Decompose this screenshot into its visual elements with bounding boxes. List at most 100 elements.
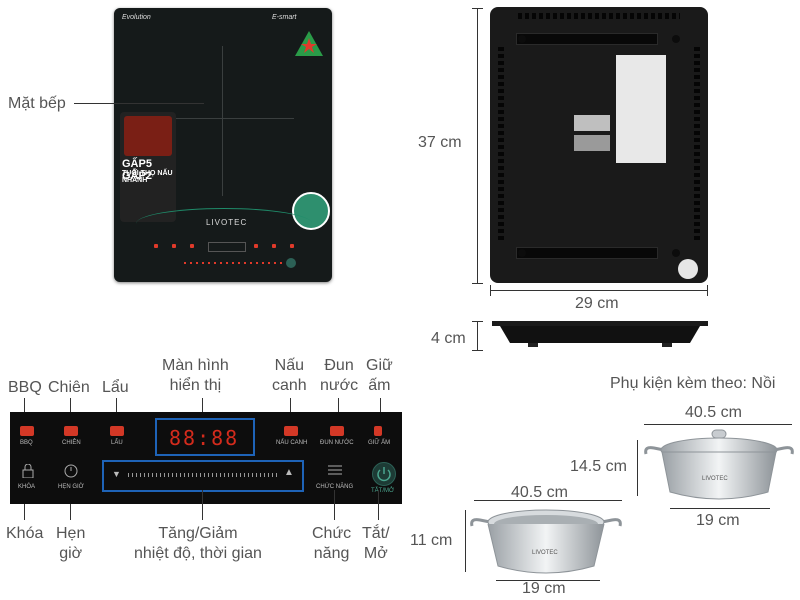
side-vent xyxy=(694,47,700,243)
spec-label xyxy=(616,55,666,163)
dim-lid-pot-base: 19 cm xyxy=(696,512,740,529)
brand-logo: LIVOTEC xyxy=(206,218,248,227)
dim-cap xyxy=(472,8,483,9)
lock-icon[interactable] xyxy=(22,464,34,478)
pot-brand: LIVOTEC xyxy=(532,550,558,556)
dim-line xyxy=(474,500,622,501)
leader-line xyxy=(290,398,291,418)
side-vent xyxy=(498,47,504,243)
pot-open: LIVOTEC xyxy=(470,509,622,574)
bbq-text: BBQ xyxy=(20,440,33,446)
tat-mo-text: TẮT/MỞ xyxy=(371,488,395,494)
leader-line xyxy=(378,490,379,520)
lau-text: LẨU xyxy=(111,440,123,446)
label-hen-gio: Hẹn giờ xyxy=(56,525,86,562)
giu-am-icon[interactable] xyxy=(374,426,382,436)
dun-nuoc-icon[interactable] xyxy=(330,426,344,436)
control-dot xyxy=(254,244,258,248)
control-dot xyxy=(290,244,294,248)
control-panel: BBQ CHIÊN LẨU 88:88 NẤU CANH ĐUN NƯỚC GI… xyxy=(10,412,402,504)
mini-slider xyxy=(184,262,284,264)
barcode-label xyxy=(574,115,610,131)
mini-display xyxy=(208,242,246,252)
label-dun-nuoc: Đun nước xyxy=(320,357,359,394)
rubber-foot xyxy=(672,35,680,43)
vent-slot xyxy=(516,247,658,259)
brand-right: E-smart xyxy=(272,14,297,21)
cooktop-bottom-view xyxy=(490,7,708,283)
dun-nuoc-text: ĐUN NƯỚC xyxy=(320,440,354,446)
serial-label xyxy=(574,135,610,151)
control-dot xyxy=(172,244,176,248)
chuc-nang-text: CHỨC NĂNG xyxy=(316,484,354,490)
label-bbq: BBQ xyxy=(8,379,42,396)
leader-line xyxy=(24,504,25,520)
lau-icon[interactable] xyxy=(110,426,124,436)
display-screen: 88:88 xyxy=(155,418,255,456)
leader-line xyxy=(24,398,25,414)
pot-with-lid: LIVOTEC xyxy=(644,429,794,500)
display-digits: 88:88 xyxy=(169,426,240,450)
award-icon xyxy=(295,31,323,56)
vent-slot xyxy=(516,33,658,45)
dim-open-pot-base: 19 cm xyxy=(522,580,566,597)
rubber-foot xyxy=(518,35,526,43)
promo-sticker: GẤP5 GẤP2 TUỔI THỌ NẤU NHANH xyxy=(120,112,176,222)
increase-icon[interactable]: ▲ xyxy=(284,467,294,478)
cooktop-side-view xyxy=(492,321,708,347)
leader-line xyxy=(116,398,117,414)
cooking-zone-vertical-line xyxy=(222,46,223,196)
dim-cap xyxy=(472,321,483,322)
dim-line-height xyxy=(477,8,478,284)
dim-width: 29 cm xyxy=(575,295,619,312)
power-icon xyxy=(377,467,391,482)
label-mat-bep: Mặt bếp xyxy=(8,95,66,112)
timer-icon[interactable] xyxy=(64,464,78,478)
top-vent xyxy=(518,13,680,19)
brand-left: Evolution xyxy=(122,14,151,21)
leader-line xyxy=(202,490,203,520)
temp-time-slider[interactable]: ▼ ▲ xyxy=(102,460,304,492)
label-display: Màn hình hiển thị xyxy=(162,357,229,394)
decrease-icon[interactable]: ▼ xyxy=(112,469,121,479)
dim-cap xyxy=(472,283,483,284)
dim-lid-pot-diameter: 40.5 cm xyxy=(685,404,742,421)
leader-line xyxy=(380,398,381,418)
decorative-arc xyxy=(136,208,312,239)
bbq-icon[interactable] xyxy=(20,426,34,436)
dim-thickness: 4 cm xyxy=(431,330,466,347)
dim-line xyxy=(670,508,770,509)
giu-am-text: GIỮ ẤM xyxy=(368,440,391,446)
leader-line xyxy=(338,398,339,418)
label-lau: Lẩu xyxy=(102,379,129,396)
lobster-image xyxy=(124,116,172,156)
dim-lid-pot-height: 14.5 cm xyxy=(570,458,627,475)
cooking-zone-horizontal-line xyxy=(154,118,294,119)
promo-line1: GẤP5 GẤP2 xyxy=(122,158,152,182)
dim-open-pot-diameter: 40.5 cm xyxy=(511,484,568,501)
menu-icon[interactable] xyxy=(328,464,342,476)
label-nau-canh: Nấu canh xyxy=(272,357,307,394)
pot-brand: LIVOTEC xyxy=(702,476,728,482)
dim-line-thickness xyxy=(477,321,478,351)
accessory-title: Phụ kiện kèm theo: Nồi xyxy=(610,375,776,392)
control-dot xyxy=(190,244,194,248)
chien-icon[interactable] xyxy=(64,426,78,436)
control-dot xyxy=(272,244,276,248)
leader-line xyxy=(334,490,335,520)
leader-line xyxy=(202,398,203,418)
nau-canh-icon[interactable] xyxy=(284,426,298,436)
khoa-text: KHÓA xyxy=(18,484,36,490)
dim-line xyxy=(637,440,638,496)
promo-line2: TUỔI THỌ NẤU NHANH xyxy=(122,170,173,184)
leader-line xyxy=(70,504,71,520)
dim-cap xyxy=(472,350,483,351)
power-button[interactable] xyxy=(372,462,396,486)
nau-canh-text: NẤU CANH xyxy=(276,440,308,446)
dim-line xyxy=(465,510,466,572)
dim-height: 37 cm xyxy=(418,134,462,151)
hen-gio-text: HẸN GIỜ xyxy=(58,484,84,490)
dim-open-pot-height: 11 cm xyxy=(410,532,453,549)
label-chuc-nang: Chức năng xyxy=(312,525,352,562)
label-chien: Chiên xyxy=(48,379,90,396)
